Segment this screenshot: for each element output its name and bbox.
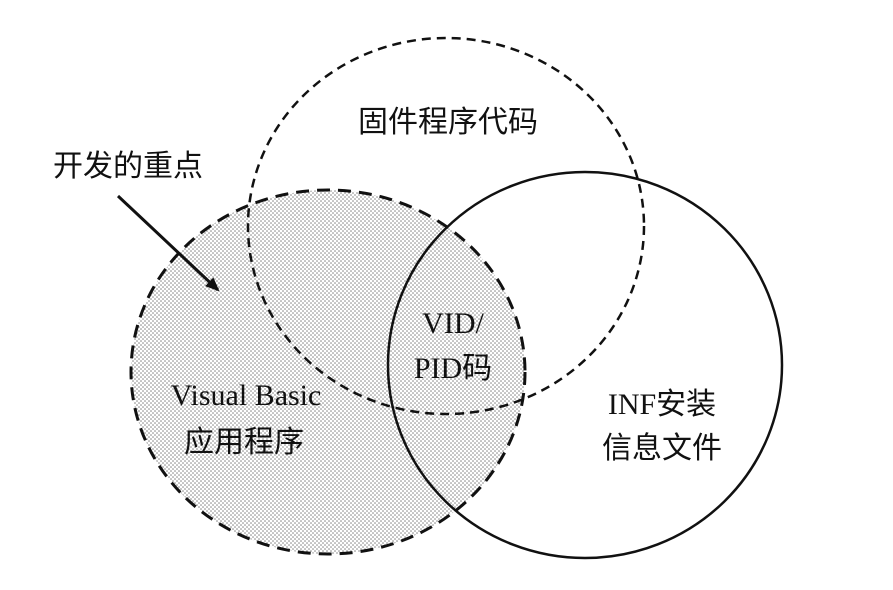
- inf-file-label-line1: INF安装: [608, 388, 716, 421]
- vb-app-label-line2: 应用程序: [184, 426, 304, 459]
- intersection-label-line2: PID码: [414, 352, 492, 385]
- firmware-label: 固件程序代码: [358, 106, 538, 139]
- vb-app-label-line1: Visual Basic: [171, 379, 322, 412]
- inf-file-label-line2: 信息文件: [602, 432, 722, 465]
- inf-file-circle: [386, 170, 784, 560]
- vb-app-circle: [129, 188, 527, 556]
- callout-label: 开发的重点: [53, 150, 203, 183]
- intersection-label-line1: VID/: [422, 307, 484, 340]
- firmware-circle: [246, 36, 646, 416]
- callout-arrow: [116, 194, 220, 292]
